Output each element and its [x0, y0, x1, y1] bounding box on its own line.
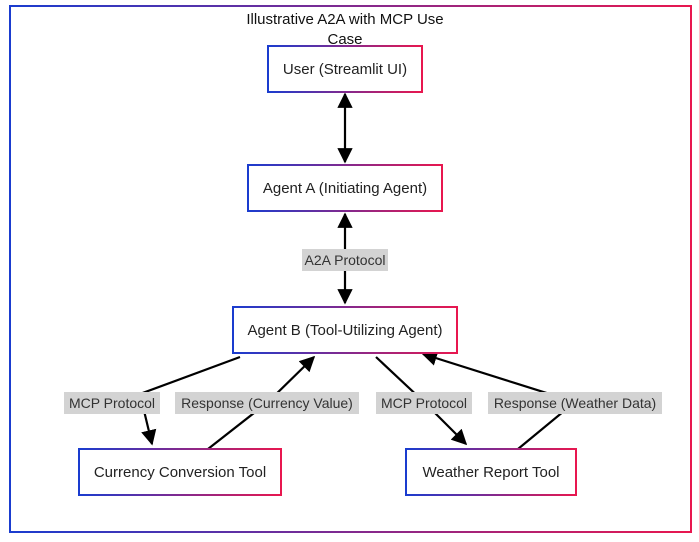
svg-text:User (Streamlit UI): User (Streamlit UI) [283, 61, 407, 78]
svg-text:MCP Protocol: MCP Protocol [381, 395, 467, 411]
edge-label-a2a: A2A Protocol [302, 249, 388, 271]
node-currency-tool: Currency Conversion Tool [78, 448, 282, 496]
svg-text:Weather Report Tool: Weather Report Tool [422, 464, 559, 481]
edge-label-response-weather: Response (Weather Data) [488, 392, 662, 414]
svg-text:Response (Currency Value): Response (Currency Value) [181, 395, 353, 411]
node-user: User (Streamlit UI) [267, 45, 423, 93]
outer-frame [9, 5, 692, 533]
svg-text:A2A Protocol: A2A Protocol [305, 252, 386, 268]
diagram-title-line2: Case [327, 31, 362, 48]
node-agent-b: Agent B (Tool-Utilizing Agent) [232, 306, 458, 354]
node-agent-a: Agent A (Initiating Agent) [247, 164, 443, 212]
svg-text:Agent A (Initiating Agent): Agent A (Initiating Agent) [263, 180, 427, 197]
svg-text:Response (Weather Data): Response (Weather Data) [494, 395, 656, 411]
svg-text:Currency Conversion Tool: Currency Conversion Tool [94, 464, 266, 481]
node-weather-tool: Weather Report Tool [405, 448, 577, 496]
svg-text:Agent B (Tool-Utilizing Agent): Agent B (Tool-Utilizing Agent) [247, 322, 442, 339]
svg-text:MCP Protocol: MCP Protocol [69, 395, 155, 411]
edge-label-response-currency: Response (Currency Value) [175, 392, 359, 414]
edge-label-mcp-currency: MCP Protocol [64, 392, 160, 414]
edge-label-mcp-weather: MCP Protocol [376, 392, 472, 414]
diagram-title-line1: Illustrative A2A with MCP Use [246, 11, 443, 28]
